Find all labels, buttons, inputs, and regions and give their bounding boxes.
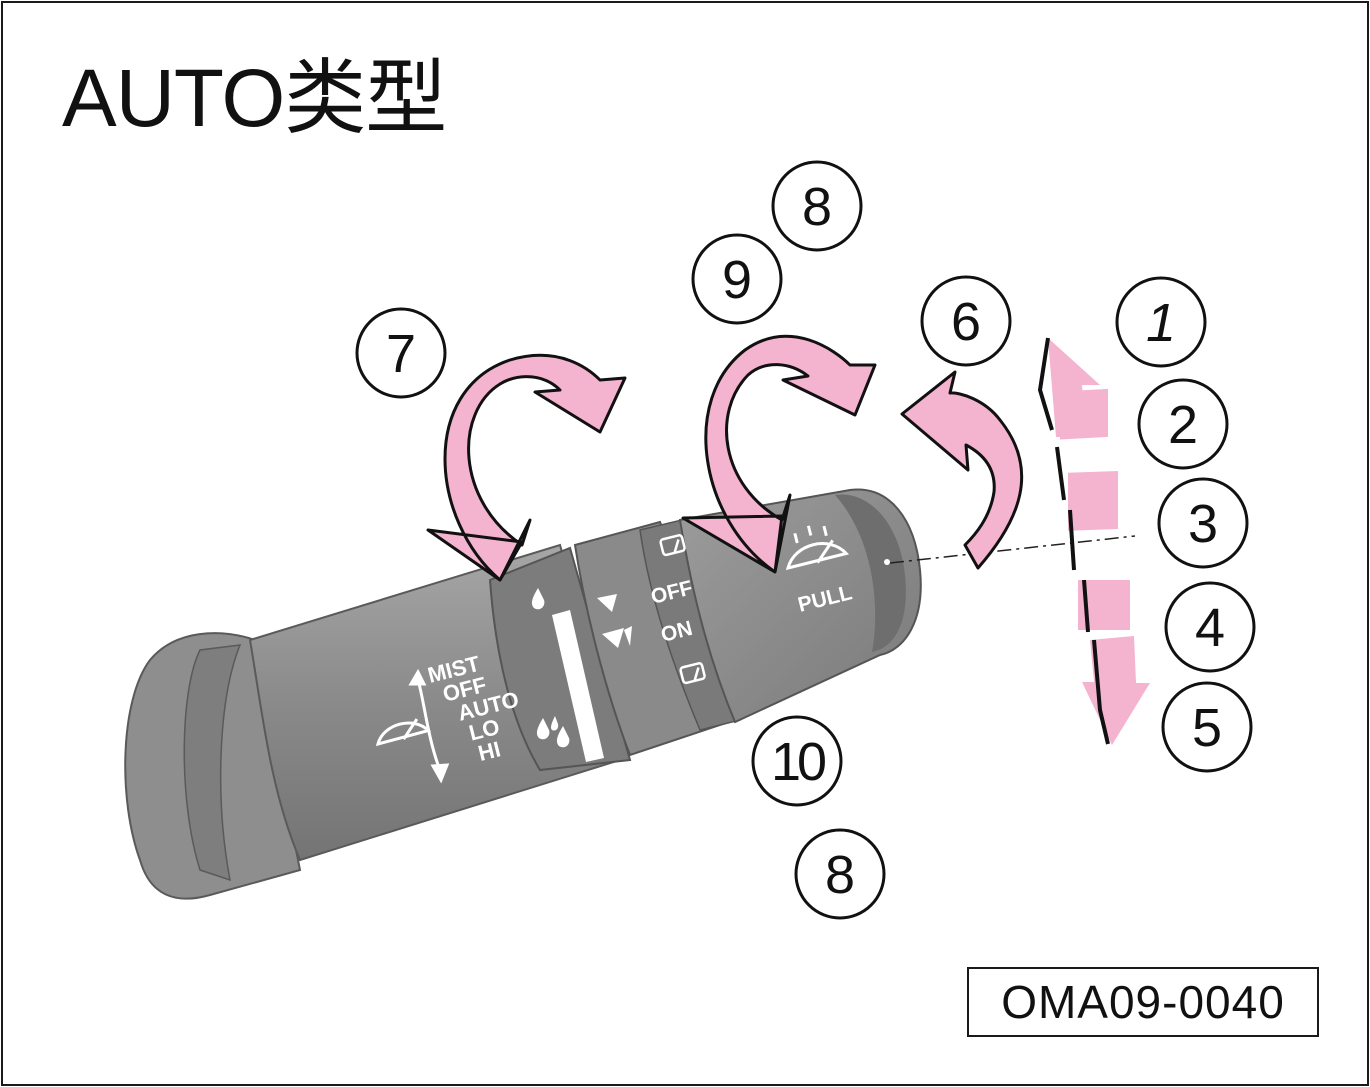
callout-8-top: 8 bbox=[771, 160, 863, 252]
rotation-arrow-6 bbox=[900, 370, 1024, 570]
mode-label-stack: MIST OFF AUTO LO HI bbox=[425, 651, 521, 766]
callout-3: 3 bbox=[1157, 477, 1249, 569]
svg-text:7: 7 bbox=[386, 324, 416, 384]
washer-drop-icon bbox=[531, 588, 545, 610]
svg-text:9: 9 bbox=[722, 250, 752, 310]
rotation-arrow-9 bbox=[681, 334, 877, 574]
rear-wiper-top-icon bbox=[659, 534, 686, 557]
svg-text:8: 8 bbox=[802, 177, 832, 237]
mode-arrow-icon bbox=[408, 668, 450, 784]
rotation-arrow-7 bbox=[426, 353, 627, 582]
washer-double-drop-icon bbox=[536, 716, 570, 748]
lever-motion-arrow bbox=[1037, 337, 1150, 745]
svg-text:8: 8 bbox=[825, 845, 855, 905]
callout-1: 1 bbox=[1115, 276, 1207, 368]
svg-text:5: 5 bbox=[1192, 698, 1222, 758]
svg-text:10: 10 bbox=[771, 732, 825, 792]
diagram-code-label: OMA09-0040 bbox=[967, 967, 1319, 1037]
svg-text:1: 1 bbox=[1146, 293, 1176, 353]
svg-text:6: 6 bbox=[951, 292, 981, 352]
callout-5: 5 bbox=[1161, 681, 1253, 773]
callout-7: 7 bbox=[355, 307, 447, 399]
pull-wiper-icon bbox=[785, 525, 850, 571]
front-wiper-icon bbox=[375, 718, 432, 747]
callout-2: 2 bbox=[1137, 378, 1229, 470]
svg-text:3: 3 bbox=[1188, 494, 1218, 554]
rear-wiper-bottom-icon bbox=[679, 662, 706, 685]
callout-9: 9 bbox=[691, 233, 783, 325]
svg-text:2: 2 bbox=[1168, 395, 1198, 455]
callout-4: 4 bbox=[1164, 581, 1256, 673]
callout-group: 1 2 3 4 5 6 7 8 bbox=[355, 160, 1256, 920]
svg-text:4: 4 bbox=[1195, 598, 1225, 658]
ring-arrow-markers bbox=[597, 594, 632, 648]
lever-axis-line bbox=[889, 535, 1136, 564]
callout-10: 10 bbox=[751, 715, 843, 807]
callout-6: 6 bbox=[920, 275, 1012, 367]
diagram-title: AUTO类型 bbox=[62, 53, 447, 144]
callout-8-bottom: 8 bbox=[794, 828, 886, 920]
